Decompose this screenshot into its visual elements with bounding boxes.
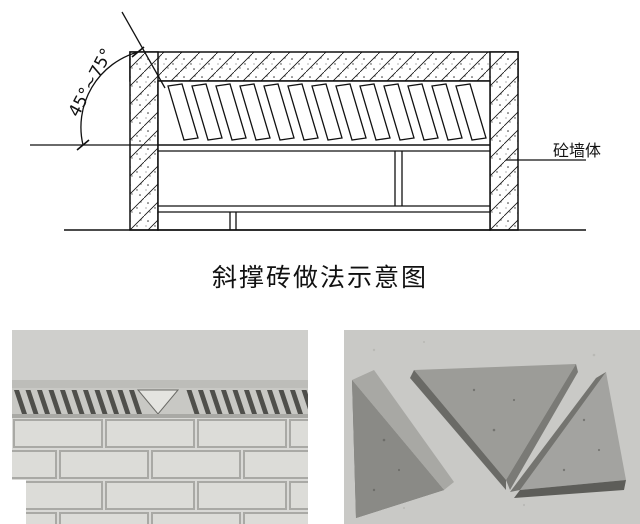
angle-dimension (30, 11, 166, 151)
photo-wall-brick (13, 481, 103, 510)
diagonal-brick-diagram: 45°~75° 砼墙体 (30, 11, 601, 231)
photo-diagonal-brick (290, 390, 303, 414)
photo-wall-brick (151, 512, 241, 524)
triangular-brick-right (510, 372, 626, 498)
photo-wall-brick (12, 512, 57, 524)
photo-wall-brick (105, 419, 195, 448)
photo-wall-brick (197, 481, 287, 510)
photo-wall-brick (59, 512, 149, 524)
diagram-caption: 斜撑砖做法示意图 (211, 263, 428, 292)
photo-diagonal-brick (186, 390, 200, 414)
diagonal-brick (311, 83, 343, 141)
photo-diagonal-brick (255, 390, 269, 414)
diagonal-brick (263, 83, 295, 141)
diagonal-brick (335, 83, 367, 141)
concrete-wall-frame (129, 51, 519, 231)
photo-diagonal-brick (209, 390, 223, 414)
photo-diagonal-brick (60, 390, 73, 414)
diagonal-brick (359, 83, 391, 141)
photo-diagonal-brick (25, 390, 39, 414)
photo-wall-brick (197, 419, 287, 448)
photo-diagonal-brick (232, 390, 246, 414)
photo-wall-diagonal-bricks (12, 330, 308, 524)
diagonal-brick-row (167, 83, 487, 141)
photo-triangular-bricks (344, 330, 640, 524)
photo-diagonal-brick (37, 390, 50, 414)
diagonal-brick (431, 83, 463, 141)
photo-diagonal-brick (117, 390, 131, 414)
photo-wall-brick (243, 450, 308, 479)
diagonal-brick (239, 83, 271, 141)
photo-diagonal-brick (83, 390, 96, 414)
photo-diagonal-brick (71, 390, 85, 414)
photo-diagonal-brick (221, 390, 234, 414)
photo-ceiling (12, 330, 308, 388)
photo-wall-brick (12, 450, 57, 479)
photo-diagonal-brick-band (12, 388, 308, 415)
photo-diagonal-brick (301, 390, 308, 410)
photo-diagonal-brick (106, 390, 119, 414)
photo-triangle-brick (136, 389, 180, 415)
triangular-brick-center (410, 364, 578, 490)
diagonal-brick (455, 83, 487, 141)
photo-wall-brick (289, 419, 308, 448)
photo-diagonal-brick (244, 390, 257, 414)
photo-diagonal-brick (48, 390, 62, 414)
brick-courses (158, 150, 490, 230)
photo-brick-courses (12, 419, 308, 524)
triangular-brick-left (352, 370, 454, 518)
photo-wall-brick (105, 481, 195, 510)
photo-diagonal-brick (129, 390, 142, 414)
diagonal-brick (407, 83, 439, 141)
photo-diagonal-brick (94, 390, 108, 414)
photo-diagonal-brick (267, 390, 280, 414)
angle-label: 45°~75° (65, 45, 118, 120)
photo-diagonal-brick (198, 390, 211, 414)
photo-wall-brick (151, 450, 241, 479)
photo-diagonal-brick (14, 390, 27, 414)
diagonal-brick (383, 83, 415, 141)
diagonal-brick (167, 83, 199, 141)
diagonal-brick (287, 83, 319, 141)
wall-label: 砼墙体 (553, 141, 601, 160)
diagonal-brick (215, 83, 247, 141)
photo-wall-brick (13, 419, 103, 448)
diagonal-brick (191, 83, 223, 141)
photo-diagonal-brick (278, 390, 292, 414)
photo-wall-brick (289, 481, 308, 510)
photo-wall-brick (59, 450, 149, 479)
photo-wall-brick (243, 512, 308, 524)
